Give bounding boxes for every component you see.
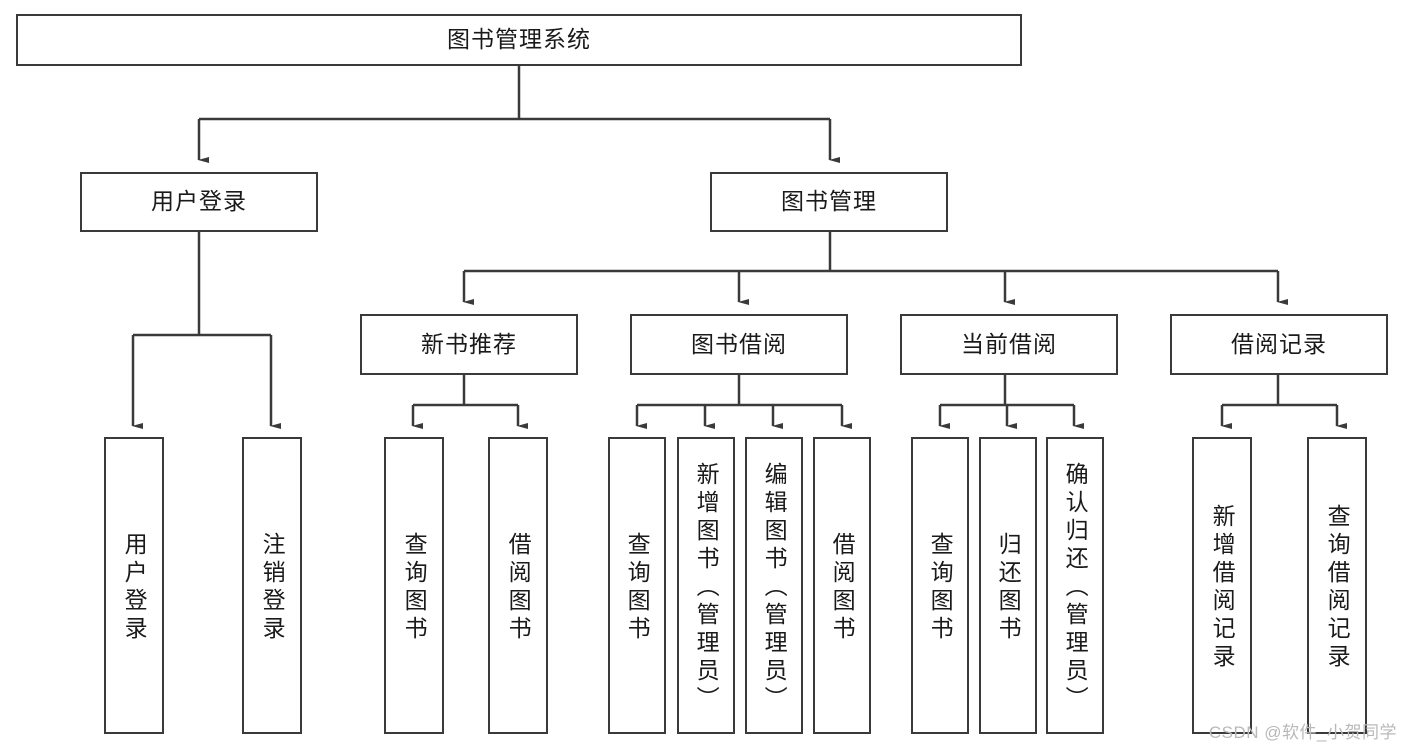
node-label: 新增借阅记录 — [1209, 503, 1236, 672]
node-leaf-query-book-recommend[interactable]: 查询图书 — [384, 437, 444, 734]
node-label: 查询借阅记录 — [1324, 503, 1351, 672]
node-leaf-borrow-book[interactable]: 借阅图书 — [813, 437, 871, 734]
node-book-borrow[interactable]: 图书借阅 — [630, 314, 848, 375]
node-label: 查询图书 — [927, 531, 954, 644]
watermark-text: CSDN @软件_小贺同学 — [1208, 723, 1397, 742]
node-leaf-add-book[interactable]: 新增图书（管理员） — [677, 437, 735, 734]
node-label: 编辑图书（管理员） — [761, 461, 788, 714]
node-label: 借阅图书 — [829, 531, 856, 644]
node-leaf-query-borrow-record[interactable]: 查询借阅记录 — [1307, 437, 1367, 734]
node-borrow-record[interactable]: 借阅记录 — [1170, 314, 1388, 375]
node-new-book-recommend[interactable]: 新书推荐 — [360, 314, 578, 375]
node-label: 查询图书 — [401, 531, 428, 644]
node-label: 用户登录 — [151, 188, 247, 215]
node-leaf-add-borrow-record[interactable]: 新增借阅记录 — [1192, 437, 1252, 734]
node-label: 图书管理 — [781, 188, 877, 215]
node-label: 注销登录 — [259, 531, 286, 644]
node-label: 借阅图书 — [505, 531, 532, 644]
node-book-management[interactable]: 图书管理 — [710, 172, 948, 232]
node-label: 借阅记录 — [1231, 330, 1327, 357]
node-user-login[interactable]: 用户登录 — [80, 172, 318, 232]
node-label: 确认归还（管理员） — [1062, 461, 1089, 714]
node-root-book-management-system[interactable]: 图书管理系统 — [16, 14, 1022, 66]
node-leaf-edit-book[interactable]: 编辑图书（管理员） — [745, 437, 803, 734]
node-leaf-query-book-current[interactable]: 查询图书 — [911, 437, 969, 734]
node-label: 归还图书 — [995, 531, 1022, 644]
node-leaf-borrow-book-recommend[interactable]: 借阅图书 — [488, 437, 548, 734]
node-label: 查询图书 — [624, 531, 651, 644]
node-current-borrow[interactable]: 当前借阅 — [900, 314, 1118, 375]
node-label: 新书推荐 — [421, 330, 517, 357]
node-leaf-return-book[interactable]: 归还图书 — [979, 437, 1037, 734]
node-label: 图书管理系统 — [447, 26, 591, 53]
node-label: 当前借阅 — [961, 330, 1057, 357]
node-label: 图书借阅 — [691, 330, 787, 357]
node-label: 用户登录 — [121, 531, 148, 644]
node-leaf-logout-login[interactable]: 注销登录 — [242, 437, 302, 734]
node-label: 新增图书（管理员） — [693, 461, 720, 714]
node-leaf-user-login[interactable]: 用户登录 — [104, 437, 164, 734]
node-leaf-query-book-borrow[interactable]: 查询图书 — [608, 437, 666, 734]
node-leaf-confirm-return[interactable]: 确认归还（管理员） — [1046, 437, 1104, 734]
